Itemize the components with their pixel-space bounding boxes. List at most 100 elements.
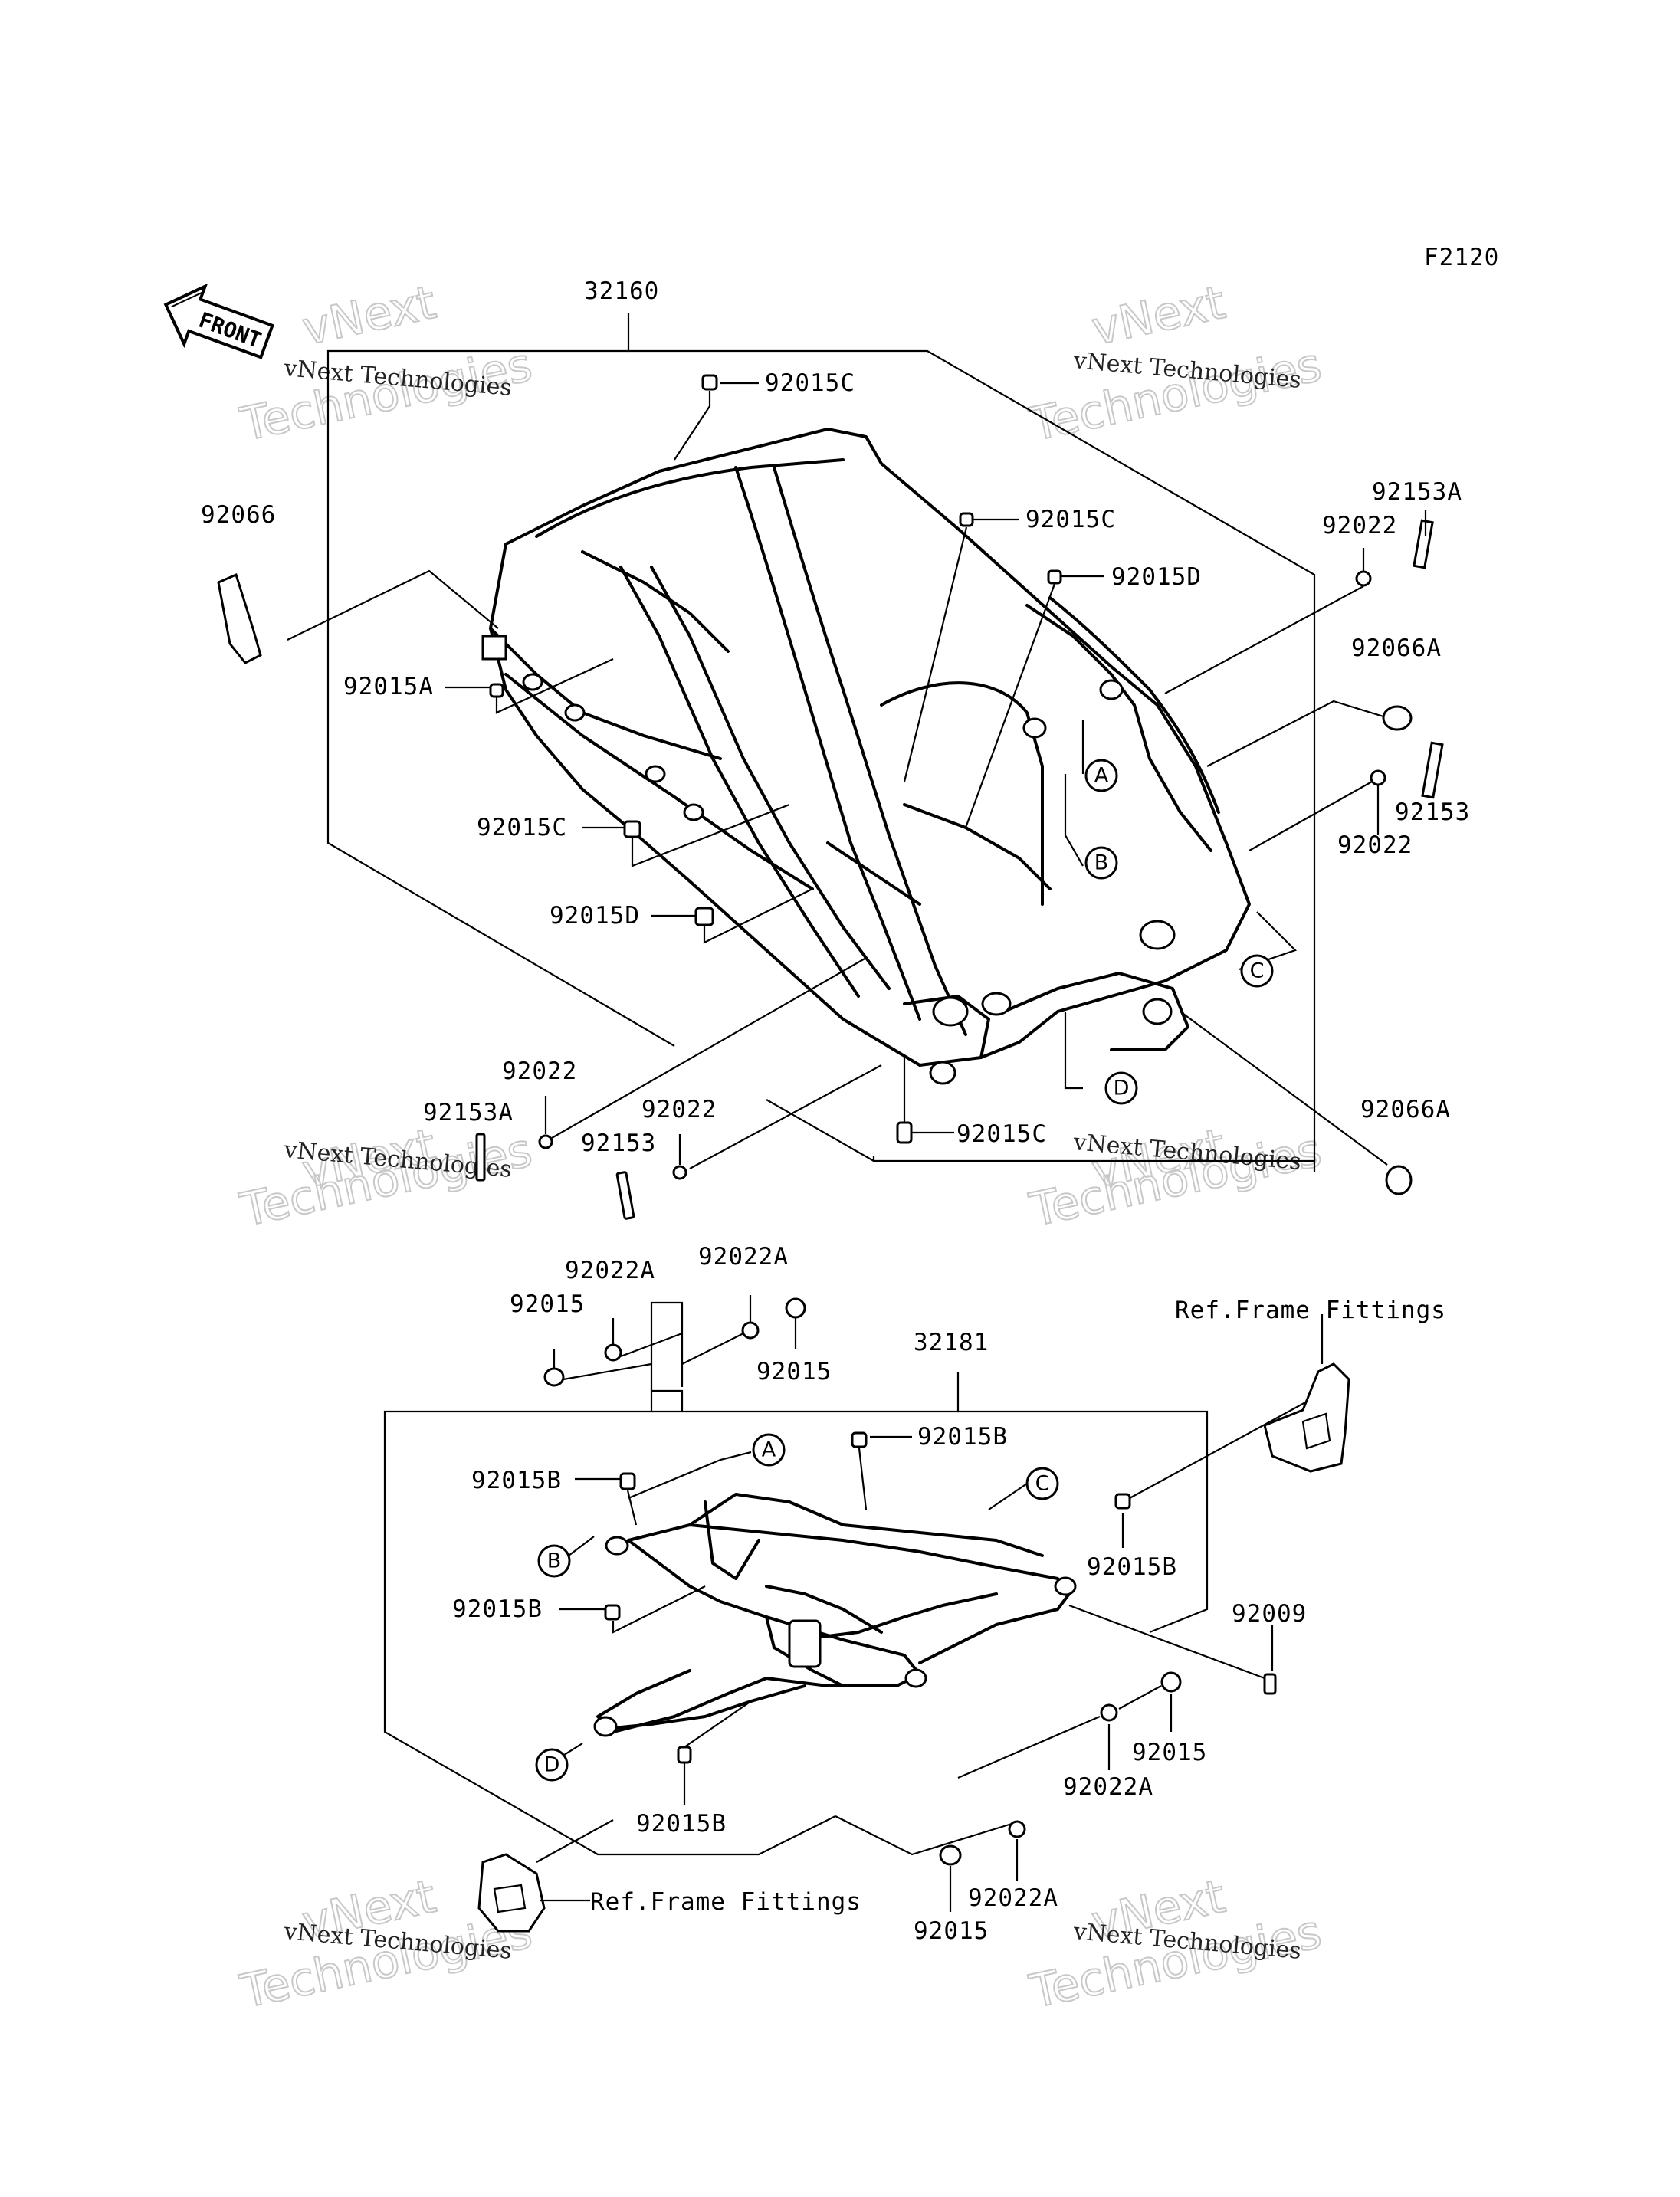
marker-label: B <box>1094 851 1109 875</box>
callout-92015A: 92015A <box>343 673 434 700</box>
leader-92022A-3 <box>957 1715 1111 1779</box>
part-92015B-3 <box>1114 1493 1131 1510</box>
marker-label: A <box>1094 764 1109 788</box>
watermark-mid-right: vNext Technologies vNext Technologies <box>1025 1118 1327 1238</box>
callout-92015: 92015 <box>510 1290 585 1318</box>
leader-92015C-mid <box>903 518 1019 782</box>
callout-92015B: 92015B <box>636 1810 727 1838</box>
leader-92015D-left <box>651 888 813 944</box>
marker-label: D <box>1114 1077 1130 1100</box>
callout-92153: 92153 <box>1395 798 1470 826</box>
part-92022-washer-2 <box>1370 769 1386 786</box>
leader-92022A-2 <box>681 1295 752 1365</box>
part-92015C-left <box>623 820 641 838</box>
callout-92022A: 92022A <box>565 1257 655 1284</box>
leader-92022-l4 <box>678 1064 882 1169</box>
marker-D-top: D <box>1104 1071 1138 1105</box>
marker-A-bottom: A <box>752 1433 786 1467</box>
callout-92015: 92015 <box>1132 1739 1207 1766</box>
callout-92015D: 92015D <box>1111 563 1202 591</box>
callout-92015: 92015 <box>914 1917 989 1945</box>
part-92009-bolt <box>1068 1604 1277 1695</box>
callout-92153A: 92153A <box>1372 478 1462 506</box>
watermark-bottom-right: vNext Technologies vNext Technologies <box>1025 1869 1327 2020</box>
part-92015-nut-3 <box>1160 1671 1182 1693</box>
leader-marker-C-bottom <box>988 1483 1028 1510</box>
part-92066A-bottom <box>1385 1165 1413 1195</box>
callout-92015: 92015 <box>756 1358 832 1385</box>
watermark-top-left: vNext Technologies vNext Technologies <box>235 275 538 453</box>
callout-92022: 92022 <box>1337 831 1413 859</box>
callout-92015C: 92015C <box>477 814 567 841</box>
part-92022A-washer-2 <box>741 1321 760 1340</box>
part-92015-nut-4 <box>939 1844 962 1866</box>
leader-92015D-mid <box>964 575 1104 828</box>
marker-B-bottom: B <box>537 1544 571 1578</box>
part-92153-bolt-left <box>615 1171 635 1220</box>
part-92015C-top <box>701 374 718 391</box>
marker-label: A <box>762 1438 776 1462</box>
callout-92015B: 92015B <box>1087 1553 1177 1581</box>
marker-A-top: A <box>1084 759 1118 792</box>
part-92153A-bolt-left <box>475 1133 486 1182</box>
part-92022A-washer-4 <box>1008 1820 1026 1838</box>
leader-92015B-4 <box>559 1585 706 1634</box>
part-92066-bracket <box>217 569 499 664</box>
leader-marker-B-bottom <box>568 1536 595 1556</box>
marker-C-top: C <box>1240 954 1274 988</box>
part-92015-nut-2 <box>785 1297 806 1319</box>
marker-D-bottom: D <box>535 1748 569 1782</box>
leader-92015B-5 <box>683 1700 752 1805</box>
part-92153A-bolt <box>1413 510 1434 569</box>
part-92015D-mid <box>1047 569 1062 585</box>
callout-92022: 92022 <box>1322 512 1397 539</box>
main-frame-bracket-outline <box>326 313 1316 1172</box>
leader-92022A-1 <box>612 1318 683 1358</box>
part-92153-bolt <box>1421 741 1444 799</box>
callout-92022: 92022 <box>641 1096 717 1123</box>
leader-92022-r1 <box>1164 548 1365 694</box>
marker-B-top: B <box>1084 846 1118 880</box>
leader-92015B-1 <box>858 1435 912 1510</box>
leader-marker-B-top <box>1064 774 1084 867</box>
part-92015D-left <box>694 907 714 926</box>
callout-92066A: 92066A <box>1351 635 1442 662</box>
watermark-brand: vNext <box>298 276 441 356</box>
callout-92022A: 92022A <box>968 1884 1058 1912</box>
callout-32160: 32160 <box>584 277 659 305</box>
part-frame-fitting-right <box>1263 1314 1350 1473</box>
callout-92015B: 92015B <box>471 1467 562 1494</box>
callout-92066A: 92066A <box>1360 1096 1451 1123</box>
callout-92153: 92153 <box>581 1130 656 1157</box>
callout-ref-frame-fittings: Ref.Frame Fittings <box>1175 1297 1446 1324</box>
callout-92015B: 92015B <box>917 1423 1008 1451</box>
leader-92015-3 <box>1118 1685 1173 1732</box>
watermark-word: Technologies <box>1025 338 1327 452</box>
leader-92022-r2 <box>1249 781 1380 851</box>
leader-92022-l3 <box>544 957 867 1139</box>
subframe-drawing <box>593 1493 1077 1737</box>
watermark-mid-left: vNext Technologies vNext Technologies <box>235 1118 538 1238</box>
part-92015C-bottom <box>896 1121 913 1144</box>
marker-C-bottom: C <box>1025 1467 1059 1500</box>
marker-label: C <box>1035 1472 1050 1496</box>
callout-92015C: 92015C <box>956 1120 1047 1148</box>
leader-92015-1 <box>553 1349 652 1381</box>
part-92015A <box>489 683 504 698</box>
callout-92022: 92022 <box>502 1058 577 1085</box>
leader-92015C-top <box>674 382 759 461</box>
callout-92066: 92066 <box>201 501 276 529</box>
subframe-bracket-outline <box>383 1301 1209 1856</box>
part-92022-washer-4 <box>672 1165 687 1180</box>
part-92022A-washer-1 <box>604 1343 622 1362</box>
callout-92022A: 92022A <box>1063 1773 1153 1801</box>
part-92022-washer-3 <box>538 1134 553 1149</box>
callout-92015C: 92015C <box>1025 506 1116 533</box>
leader-92015C-bottom <box>903 1058 954 1134</box>
part-92015-nut-1 <box>543 1367 565 1387</box>
leader-92066A-bottom <box>1180 1011 1388 1166</box>
leader-92066A-top <box>1206 700 1384 767</box>
leader-marker-D-top <box>1064 1012 1083 1090</box>
callout-92015C: 92015C <box>765 369 855 397</box>
part-92015B-5 <box>677 1746 692 1764</box>
